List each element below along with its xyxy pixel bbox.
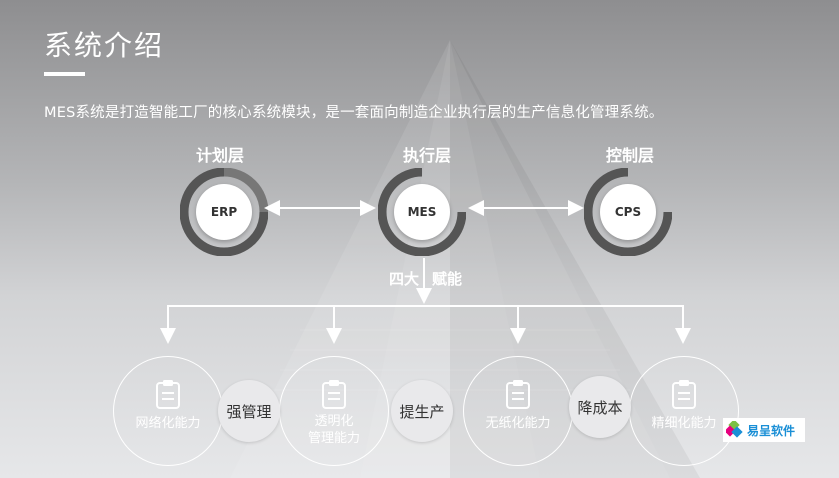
cps-node-label: CPS: [600, 184, 656, 240]
ability-networked: 网络化能力: [113, 356, 223, 466]
ability-refined: 精细化能力: [629, 356, 739, 466]
layer-label-execute: 执行层: [402, 146, 451, 165]
intro-text: MES系统是打造智能工厂的核心系统模块，是一套面向制造企业执行层的生产信息化管理…: [44, 105, 664, 121]
empower-left: 四大: [389, 270, 420, 288]
clipboard-icon: [506, 380, 530, 409]
benefit-boost-production: 提生产: [391, 380, 453, 442]
ability-paperless: 无纸化能力: [463, 356, 573, 466]
clipboard-icon: [156, 380, 180, 409]
brand-watermark: 易呈软件: [723, 418, 805, 442]
ability-label: 透明化 管理能力: [307, 414, 360, 446]
title-underline: [44, 72, 85, 76]
ability-label: 网络化能力: [135, 416, 201, 431]
clipboard-icon: [322, 380, 346, 409]
mes-node: MES: [378, 168, 466, 256]
ability-label: 无纸化能力: [485, 416, 551, 431]
ring-icon: [378, 168, 466, 256]
brand-name: 易呈软件: [747, 423, 796, 438]
erp-node: ERP: [180, 168, 268, 256]
erp-node-label: ERP: [196, 184, 252, 240]
clipboard-icon: [672, 380, 696, 409]
ability-label: 精细化能力: [651, 416, 717, 431]
ring-icon: [180, 168, 268, 256]
ring-icon: [584, 168, 672, 256]
layer-label-control: 控制层: [605, 146, 654, 165]
empower-right: 赋能: [432, 270, 463, 288]
layer-label-plan: 计划层: [195, 146, 244, 165]
ability-transparent: 透明化 管理能力: [279, 356, 389, 466]
benefit-strong-management: 强管理: [218, 380, 280, 442]
cps-node: CPS: [584, 168, 672, 256]
benefit-reduce-cost: 降成本: [569, 376, 631, 438]
mes-node-label: MES: [394, 184, 450, 240]
brand-logo-icon: [726, 421, 743, 438]
page-title: 系统介绍: [44, 29, 165, 62]
